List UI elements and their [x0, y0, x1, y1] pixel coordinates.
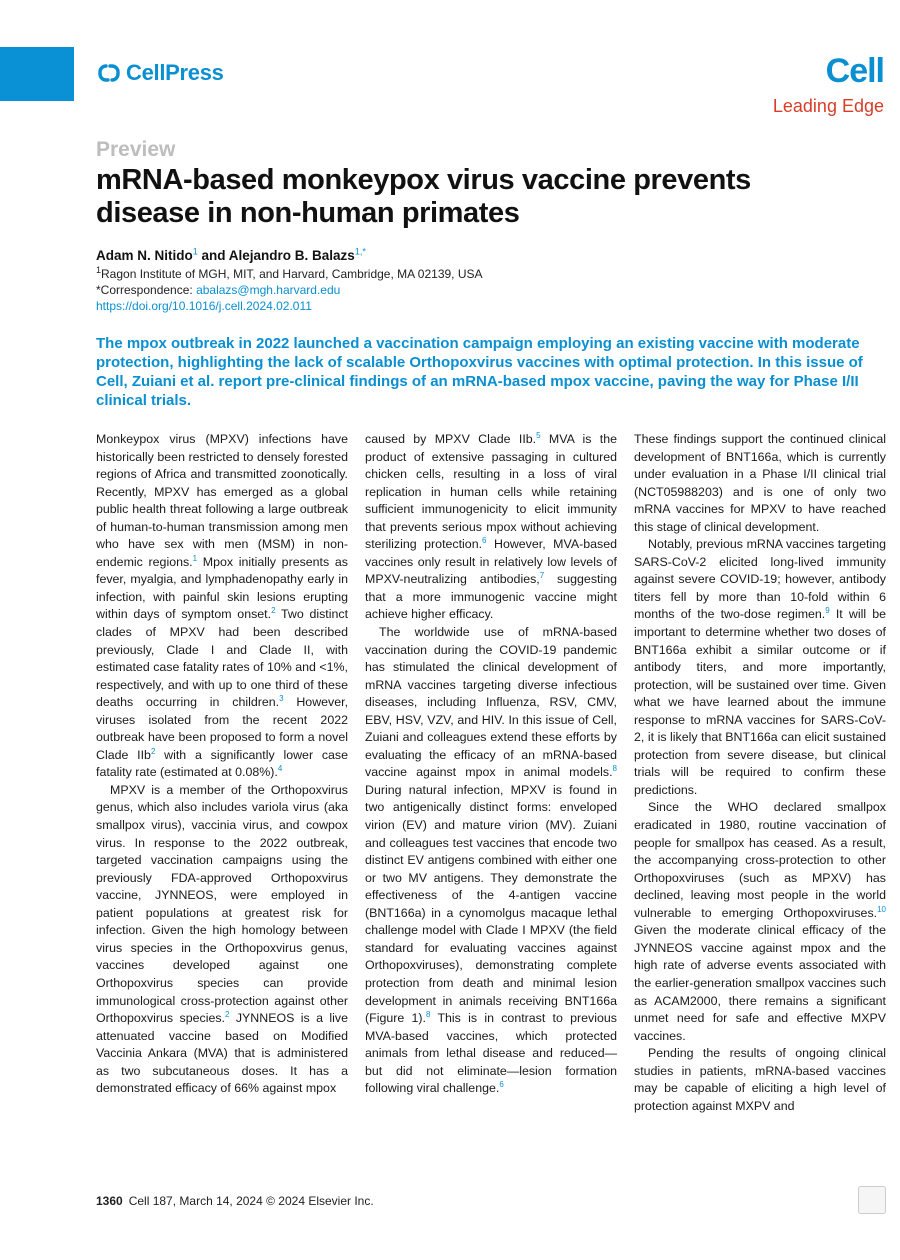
body-paragraph: MPXV is a member of the Orthopoxvirus ge…	[96, 782, 348, 1096]
reference-link[interactable]: 8	[425, 1009, 431, 1019]
reference-link[interactable]: 5	[536, 430, 541, 440]
author-affiliation-marker[interactable]: 1	[192, 246, 198, 257]
affiliation-marker: 1	[96, 265, 102, 275]
reference-link[interactable]: 3	[279, 694, 284, 704]
body-paragraph: Pending the results of ongoing clinical …	[634, 1046, 886, 1113]
publisher-name: CellPress	[126, 60, 224, 85]
reference-link[interactable]: 9	[825, 606, 830, 616]
journal-citation: Cell 187, March 14, 2024 © 2024 Elsevier…	[128, 1194, 374, 1208]
correspondence-email-link[interactable]: abalazs@mgh.harvard.edu	[196, 283, 341, 297]
check-for-updates-icon[interactable]	[858, 1186, 886, 1214]
reference-link[interactable]: 8	[612, 764, 617, 774]
body-paragraph: The worldwide use of mRNA-based vaccinat…	[365, 625, 617, 1096]
author-name: Alejandro B. Balazs	[228, 248, 355, 263]
reference-link[interactable]: 6	[499, 1080, 504, 1090]
reference-link[interactable]: 7	[539, 571, 545, 581]
affiliation-text: Ragon Institute of MGH, MIT, and Harvard…	[101, 267, 483, 281]
reference-link[interactable]: 2	[224, 1009, 230, 1019]
correspondence: *Correspondence: abalazs@mgh.harvard.edu	[96, 283, 340, 297]
doi-link[interactable]: https://doi.org/10.1016/j.cell.2024.02.0…	[96, 299, 312, 313]
reference-link[interactable]: 1	[192, 553, 198, 563]
body-paragraph: These findings support the continued cli…	[634, 432, 886, 534]
body-paragraph: Monkeypox virus (MPXV) infections have h…	[96, 432, 349, 780]
body-paragraph: Since the WHO declared smallpox eradicat…	[634, 800, 886, 1043]
body-paragraph: caused by MPXV Clade IIb.5 MVA is the pr…	[365, 430, 617, 622]
journal-name: Cell	[825, 52, 885, 90]
author-separator: and	[197, 248, 229, 263]
journal-section: Leading Edge	[772, 96, 884, 116]
article-title: mRNA-based monkeypox virus vaccine preve…	[96, 164, 751, 229]
author-list: Adam N. Nitido1 and Alejandro B. Balazs1…	[96, 246, 366, 263]
body-column-2: caused by MPXV Clade IIb.5 MVA is the pr…	[365, 431, 617, 1098]
author-affiliation-marker[interactable]: 1,*	[354, 246, 366, 257]
abstract: The mpox outbreak in 2022 launched a vac…	[96, 335, 863, 409]
header-color-tab	[0, 47, 74, 101]
reference-link[interactable]: 4	[277, 764, 283, 774]
reference-link[interactable]: 6	[482, 536, 487, 546]
body-column-1: Monkeypox virus (MPXV) infections have h…	[96, 431, 348, 1098]
reference-link[interactable]: 10	[877, 904, 886, 914]
page-footer: 1360 Cell 187, March 14, 2024 © 2024 Else…	[96, 1194, 374, 1208]
cellpress-link-icon	[98, 64, 120, 82]
body-paragraph: Notably, previous mRNA vaccines targetin…	[634, 537, 887, 797]
page-number: 1360	[96, 1194, 123, 1208]
publisher-logo[interactable]: CellPress	[96, 60, 224, 86]
article-type: Preview	[96, 138, 176, 161]
reference-link[interactable]: 2	[271, 606, 276, 616]
author-name: Adam N. Nitido	[96, 248, 193, 263]
correspondence-label: *Correspondence:	[96, 283, 197, 297]
affiliation: 1Ragon Institute of MGH, MIT, and Harvar…	[96, 265, 483, 282]
reference-link[interactable]: 2	[150, 746, 156, 756]
body-column-3: These findings support the continued cli…	[634, 431, 886, 1115]
